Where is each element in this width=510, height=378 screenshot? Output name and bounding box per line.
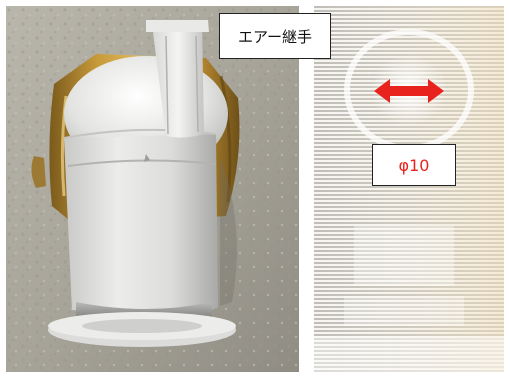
diameter-photo-drawing — [314, 6, 504, 372]
fitting-photo — [6, 6, 299, 372]
fitting-label-text: エアー継手 — [237, 27, 313, 46]
diameter-photo — [314, 6, 504, 372]
diameter-label-text: φ10 — [398, 155, 430, 175]
fitting-label: エアー継手 — [219, 13, 331, 59]
diameter-label: φ10 — [372, 144, 456, 186]
fitting-photo-drawing — [6, 6, 299, 372]
double-headed-arrow-icon — [374, 79, 444, 103]
